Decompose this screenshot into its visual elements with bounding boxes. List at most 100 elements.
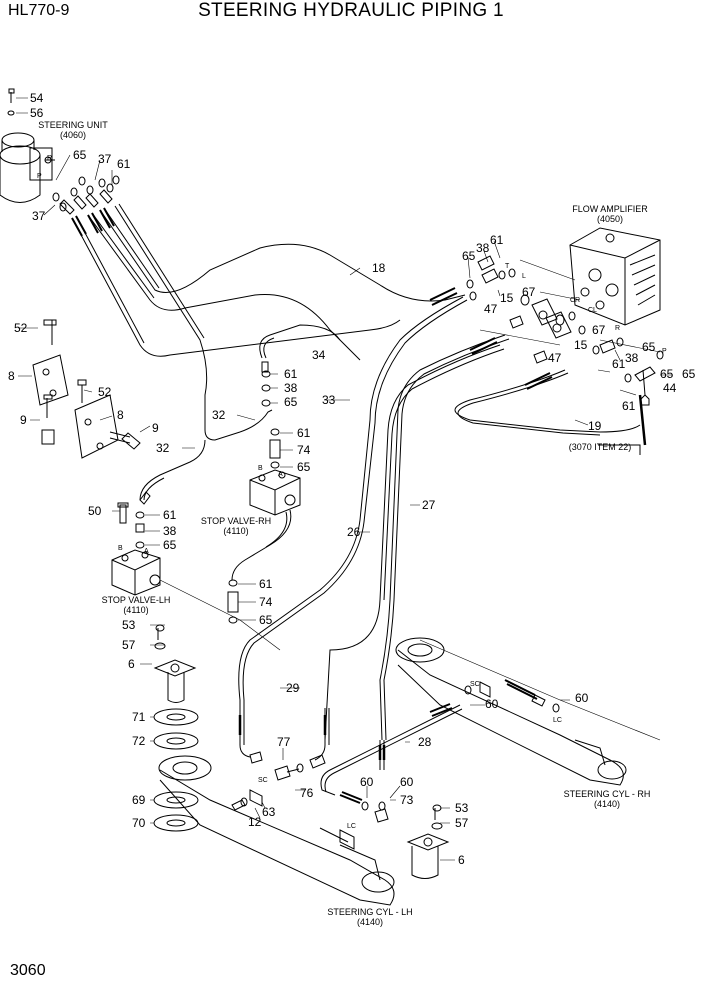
- callout-67: 67: [522, 285, 536, 299]
- callout-70: 70: [132, 816, 146, 830]
- callout-65h: 65: [163, 538, 177, 552]
- port-l-amp: L: [522, 273, 526, 280]
- callout-33: 33: [322, 393, 336, 407]
- callout-38d: 38: [163, 524, 177, 538]
- callout-27: 27: [422, 498, 436, 512]
- callout-53: 53: [122, 618, 136, 632]
- callout-numbers: 54 56 65 37 61 37 18 38 61 65 65 15 47 6…: [8, 91, 696, 867]
- callout-6b: 6: [458, 853, 465, 867]
- callout-72: 72: [132, 734, 146, 748]
- page-title: STEERING HYDRAULIC PIPING 1: [198, 0, 504, 21]
- steering-hoses: [71, 203, 466, 441]
- port-b-rh: B: [258, 465, 263, 472]
- brackets: [32, 319, 141, 459]
- port-cr-amp: CR: [570, 297, 580, 304]
- stop-valve-rh-label: STOP VALVE-RH: [201, 516, 271, 526]
- callout-63: 63: [262, 805, 276, 819]
- stop-valve-lh-ref: (4110): [123, 605, 148, 615]
- steering-unit: [0, 132, 55, 203]
- stop-valve-lh-label: STOP VALVE-LH: [102, 595, 171, 605]
- flow-amplifier: [569, 227, 661, 326]
- callout-61e: 61: [284, 367, 298, 381]
- callout-60: 60: [485, 697, 499, 711]
- callout-8: 8: [8, 369, 15, 383]
- port-a-rh: A: [278, 471, 283, 478]
- callout-44: 44: [663, 381, 677, 395]
- port-a-lh: A: [144, 548, 149, 555]
- callout-73: 73: [400, 793, 414, 807]
- component-labels: STEERING UNIT (4060) FLOW AMPLIFIER (405…: [38, 120, 650, 927]
- stop-valve-rh: [239, 324, 341, 516]
- callout-38: 38: [476, 241, 490, 255]
- flow-amplifier-ref: (4050): [597, 214, 623, 224]
- callout-69: 69: [132, 793, 146, 807]
- callout-57b: 57: [455, 816, 469, 830]
- callout-47b: 47: [548, 351, 562, 365]
- port-sc-rh: SC: [470, 681, 480, 688]
- callout-9b: 9: [152, 421, 159, 435]
- port-lc-lh: LC: [347, 823, 356, 830]
- callout-60c: 60: [360, 775, 374, 789]
- callout-56: 56: [30, 106, 44, 120]
- callout-9: 9: [20, 413, 27, 427]
- callout-61c: 61: [612, 357, 626, 371]
- callout-8b: 8: [117, 408, 124, 422]
- callout-32: 32: [212, 408, 226, 422]
- callout-67b: 67: [592, 323, 606, 337]
- callout-37b: 37: [98, 152, 112, 166]
- steering-cyl-rh-label: STEERING CYL - RH: [564, 789, 651, 799]
- callout-38c: 38: [284, 381, 298, 395]
- steering-cyl-rh-ref: (4140): [594, 799, 620, 809]
- callout-37: 37: [32, 209, 46, 223]
- callout-76: 76: [300, 786, 314, 800]
- callout-38b: 38: [625, 351, 639, 365]
- callout-57: 57: [122, 638, 136, 652]
- callout-6: 6: [128, 657, 135, 671]
- callout-65e: 65: [682, 367, 696, 381]
- callout-60b: 60: [575, 691, 589, 705]
- callout-65i: 65: [259, 613, 273, 627]
- port-cl-amp: CL: [588, 307, 597, 314]
- model-number: HL770-9: [8, 2, 70, 19]
- steering-cyl-lh-ref: (4140): [357, 917, 383, 927]
- callout-50: 50: [88, 504, 102, 518]
- callout-61h: 61: [259, 577, 273, 591]
- callout-12: 12: [248, 815, 262, 829]
- callout-65c: 65: [660, 367, 674, 381]
- steering-cyl-lh-label: STEERING CYL - LH: [327, 907, 412, 917]
- callout-29: 29: [286, 681, 300, 695]
- swivel-washers-left: [153, 624, 199, 832]
- callout-15b: 15: [574, 338, 588, 352]
- callout-28: 28: [418, 735, 432, 749]
- callout-65g: 65: [297, 460, 311, 474]
- port-letters: R P T L CR CL R P B A B A SC SC LC LC: [37, 155, 667, 830]
- callout-74b: 74: [259, 595, 273, 609]
- callout-18: 18: [372, 261, 386, 275]
- steering-cyl-lh: [158, 755, 395, 906]
- port-p-unit: P: [37, 173, 42, 180]
- callout-32b: 32: [156, 441, 170, 455]
- callout-61: 61: [117, 157, 131, 171]
- amp-pipes: [238, 296, 641, 741]
- port-t-amp: T: [505, 263, 510, 270]
- callout-61g: 61: [163, 508, 177, 522]
- callout-54: 54: [30, 91, 44, 105]
- amp-fittings: [466, 255, 664, 406]
- callout-77: 77: [277, 735, 291, 749]
- page-number: 3060: [10, 962, 46, 979]
- stop-valve-lh: [111, 502, 161, 596]
- callout-61d: 61: [622, 399, 636, 413]
- stop-valve-rh-ref: (4110): [223, 526, 248, 536]
- item-note: (3070 ITEM 22): [569, 442, 632, 452]
- port-lc-rh: LC: [553, 717, 562, 724]
- unit-fittings: [52, 175, 120, 215]
- port-r-amp: R: [615, 325, 620, 332]
- callout-71: 71: [132, 710, 146, 724]
- callout-65d: 65: [642, 340, 656, 354]
- callout-34: 34: [312, 348, 326, 362]
- port-b-lh: B: [118, 545, 123, 552]
- steering-cyl-rh: [395, 637, 661, 786]
- callout-15: 15: [500, 291, 514, 305]
- callout-61b: 61: [490, 233, 504, 247]
